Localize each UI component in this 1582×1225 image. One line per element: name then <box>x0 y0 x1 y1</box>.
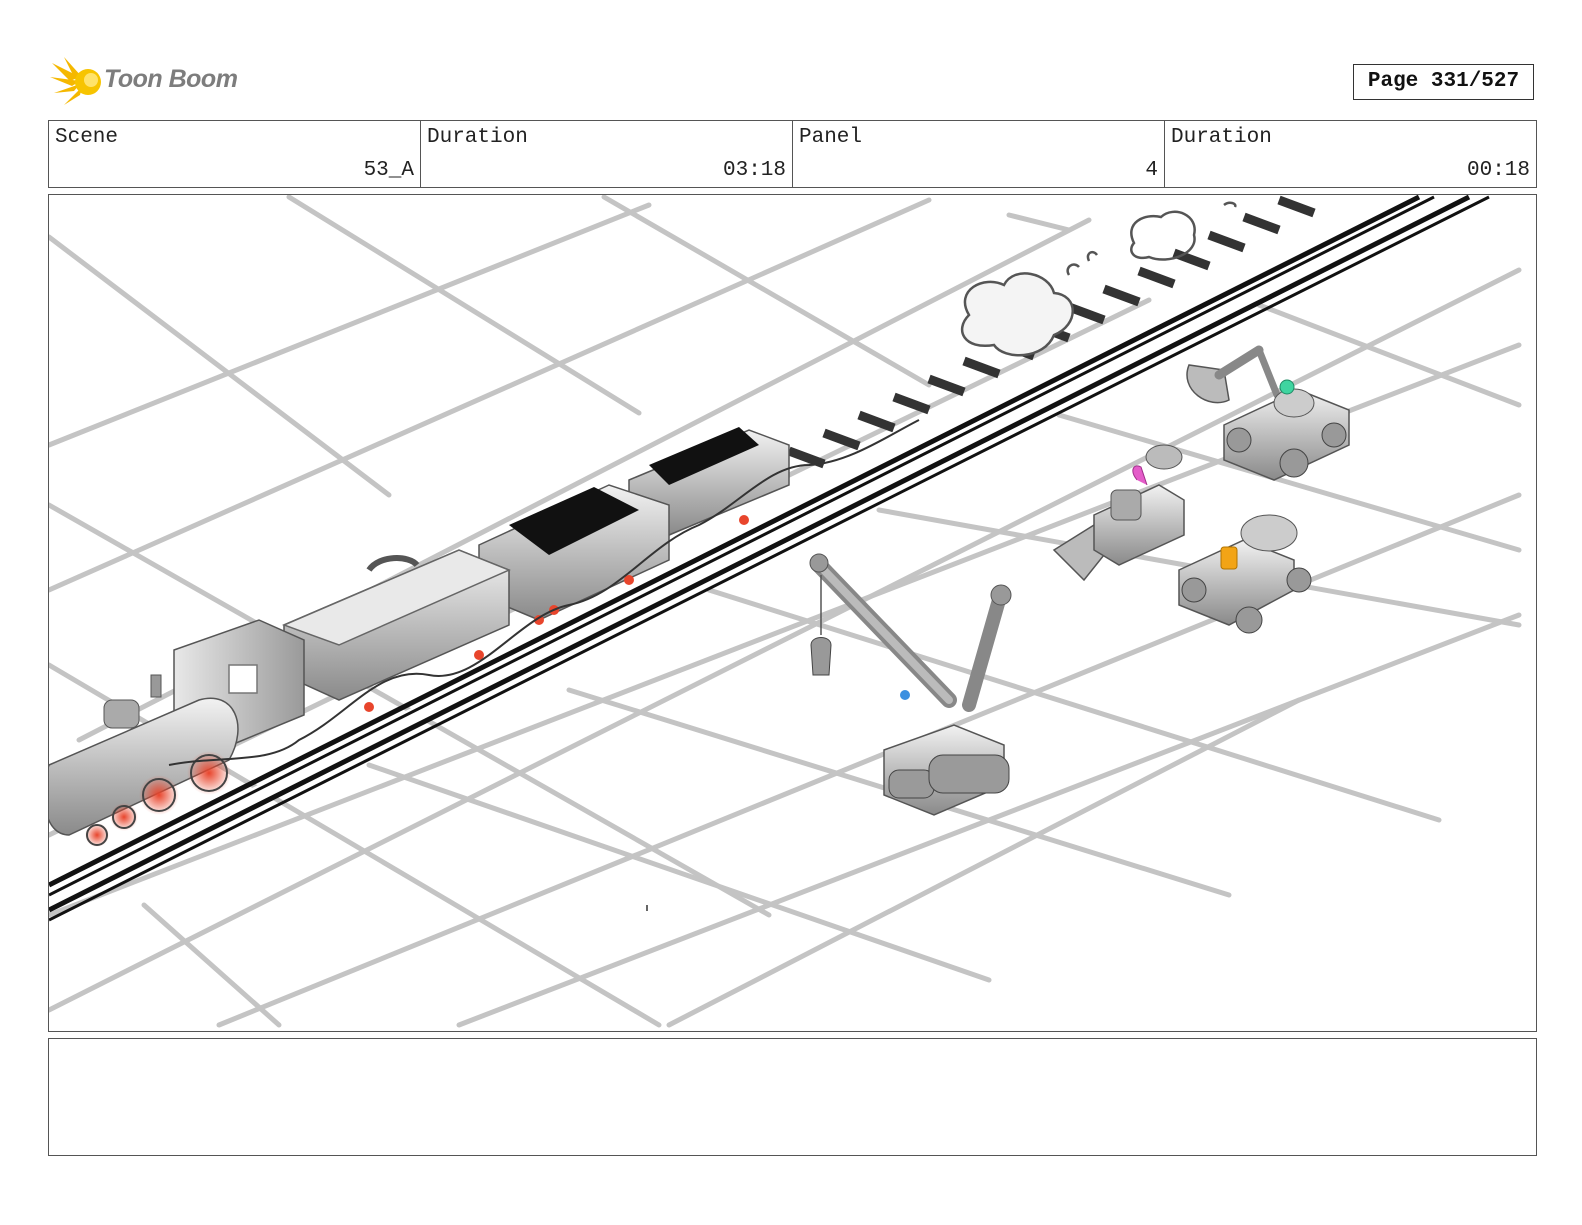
bulldozer <box>1052 444 1185 582</box>
ground-grid <box>49 195 1522 1028</box>
scene-label: Scene <box>55 126 119 149</box>
panel-info-bar: Scene 53_A Duration 03:18 Panel 4 Durati… <box>48 120 1537 188</box>
panel-duration-label: Duration <box>1171 126 1272 149</box>
storyboard-panel <box>48 194 1537 1032</box>
toon-boom-logo: Toon Boom <box>50 55 250 110</box>
storyboard-drawing <box>49 195 1522 1028</box>
logo-text: Toon Boom <box>104 65 238 93</box>
railway-track <box>49 195 1490 922</box>
panel-notes <box>48 1038 1537 1156</box>
panel-label: Panel <box>799 126 863 149</box>
train <box>49 419 920 847</box>
train-hose <box>168 419 920 766</box>
passenger-car <box>281 549 511 712</box>
logo-burst-icon <box>50 57 101 105</box>
cargo-car-front <box>478 484 670 625</box>
excavator <box>1186 345 1350 481</box>
scene-duration-value: 03:18 <box>722 159 786 182</box>
scene-value: 53_A <box>363 159 414 182</box>
scene-duration-label: Duration <box>427 126 528 149</box>
scene-cell: Scene 53_A <box>49 121 421 187</box>
crane-vehicle <box>809 553 1012 816</box>
page-number: Page 331/527 <box>1353 64 1534 100</box>
smoke-puffs <box>960 201 1237 357</box>
panel-cell: Panel 4 <box>793 121 1165 187</box>
locomotive-boiler <box>49 674 239 836</box>
panel-duration-value: 00:18 <box>1466 159 1530 182</box>
dump-truck <box>1178 514 1312 634</box>
panel-duration-cell: Duration 00:18 <box>1165 121 1536 187</box>
scene-duration-cell: Duration 03:18 <box>421 121 793 187</box>
panel-value: 4 <box>1145 159 1158 182</box>
